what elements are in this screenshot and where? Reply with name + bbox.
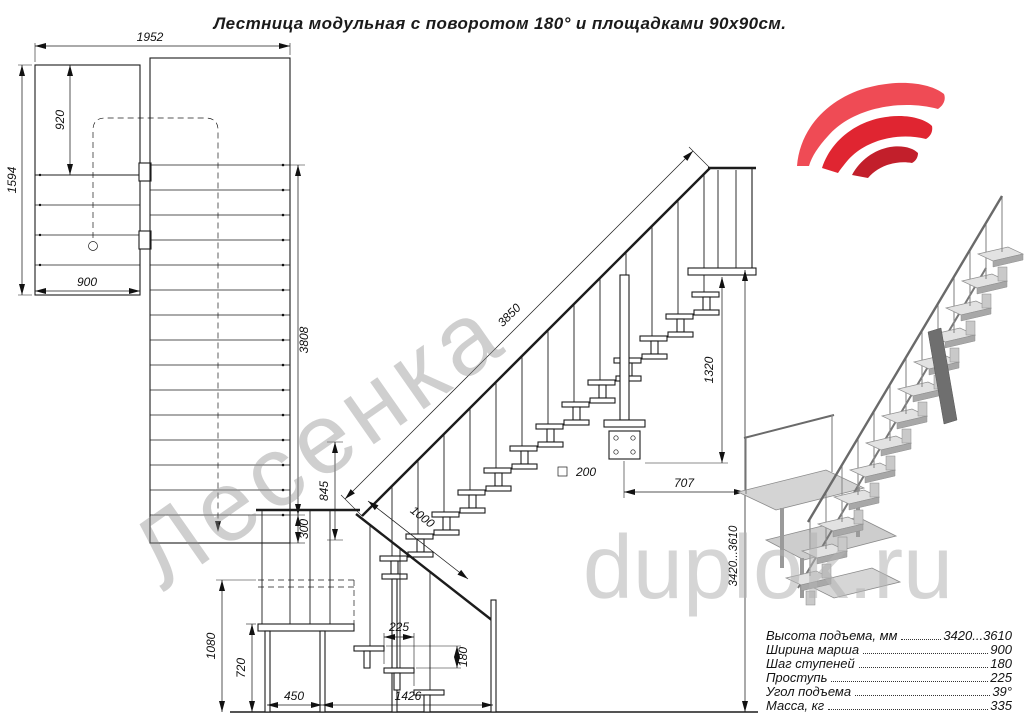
square-symbol <box>557 466 568 477</box>
render-3d <box>736 82 1024 606</box>
spec-row: Масса, кг 335 <box>766 699 1012 713</box>
dim-label: 1080 <box>204 632 218 659</box>
hidden-landing-edge <box>258 579 355 624</box>
base-plate <box>603 419 646 428</box>
spec-table: Высота подъема, мм 3420...3610 Ширина ма… <box>766 629 1012 713</box>
landing-post <box>319 630 326 713</box>
spec-row: Ширина марша 900 <box>766 643 1012 657</box>
leader-dots <box>828 709 989 710</box>
dim-landing-rail: 1080 <box>204 579 256 712</box>
leader-dots <box>901 639 942 640</box>
watermark-site: duplok.ru <box>583 518 953 618</box>
plate-size-label: 200 <box>557 465 596 479</box>
dim-label: 1952 <box>137 30 164 44</box>
stair-3d <box>736 195 1024 606</box>
dim-label: 920 <box>53 110 67 130</box>
drawing-title: Лестница модульная с поворотом 180° и пл… <box>213 14 787 33</box>
dim-label: 1426 <box>395 689 422 703</box>
dim-plan-flight-length: 3808 <box>290 164 311 516</box>
plan-view: 1952 920 1594 900 3808 <box>5 30 311 544</box>
front-support-post <box>391 578 398 713</box>
entry-post <box>490 599 497 713</box>
dim-plan-total-width: 1952 <box>34 30 291 62</box>
leader-dots <box>858 667 989 668</box>
dim-plan-landing-depth: 920 <box>53 65 73 175</box>
spec-value: 900 <box>990 642 1012 657</box>
spec-row: Проступь 225 <box>766 671 1012 685</box>
stringer-3d <box>797 267 987 589</box>
dim-label: 3420...3610 <box>728 525 740 586</box>
landing-lower <box>256 508 360 713</box>
dim-label: 1594 <box>5 166 19 193</box>
walk-start-symbol <box>88 241 98 251</box>
lower-handrail <box>355 513 494 622</box>
spec-row: Угол подъема 39° <box>766 685 1012 699</box>
support-3d <box>927 327 958 425</box>
dim-label: 450 <box>284 689 304 703</box>
plan-main-flight <box>149 57 291 544</box>
spec-value: 39° <box>992 684 1012 699</box>
dim-plate-offset: 707 <box>623 461 745 498</box>
spec-label: Высота подъема, мм <box>766 628 898 643</box>
dim-label: 300 <box>297 519 311 539</box>
spec-label: Проступь <box>766 670 828 685</box>
dim-riser-height: 180 <box>386 645 470 669</box>
leader-dots <box>855 695 991 696</box>
spec-label: Ширина марша <box>766 642 860 657</box>
platform-3d <box>736 469 866 511</box>
brand-logo-swoosh <box>797 82 945 178</box>
dim-label: 1000 <box>408 503 438 531</box>
dim-plan-landing-width: 900 <box>35 275 140 294</box>
dim-label: 720 <box>234 658 248 678</box>
platform-rail-3d <box>743 414 835 439</box>
handrail-3d <box>806 195 1004 523</box>
dim-rail-height: 845 <box>317 441 343 541</box>
dim-post-spacing: 450 <box>267 689 322 708</box>
spec-value: 335 <box>990 698 1012 713</box>
plan-newel-post <box>138 162 152 182</box>
plan-walk-line <box>88 117 221 532</box>
dim-label: 900 <box>77 275 97 289</box>
dim-label: 1320 <box>702 356 716 383</box>
dim-plan-end-offset: 300 <box>290 515 311 544</box>
spec-value: 3420...3610 <box>943 628 1012 643</box>
spec-row: Высота подъема, мм 3420...3610 <box>766 629 1012 643</box>
landing-platform <box>257 623 355 632</box>
watermark-brand: Лесенка <box>111 274 524 610</box>
top-platform <box>687 166 757 276</box>
support-column <box>603 274 646 460</box>
dim-plan-left-height: 1594 <box>5 64 32 296</box>
spec-row: Шаг ступеней 180 <box>766 657 1012 671</box>
plan-newel-post <box>138 230 152 250</box>
dim-label: 707 <box>674 476 695 490</box>
step-3d <box>804 567 902 599</box>
leader-dots <box>831 681 989 682</box>
dim-label: 200 <box>575 465 596 479</box>
dim-landing-height: 720 <box>234 623 256 712</box>
spec-label: Шаг ступеней <box>766 656 855 671</box>
dim-lower-run: 1426 <box>322 689 493 708</box>
dim-label: 845 <box>317 481 331 501</box>
spec-label: Угол подъема <box>766 684 852 699</box>
dim-label: 3808 <box>297 326 311 353</box>
leader-dots <box>863 653 989 654</box>
dim-support-height: 1320 <box>645 277 728 464</box>
base-plate-detail <box>608 430 641 460</box>
plan-landing-block <box>34 64 152 296</box>
spec-value: 180 <box>990 656 1012 671</box>
spec-value: 225 <box>990 670 1012 685</box>
spec-label: Масса, кг <box>766 698 825 713</box>
landing-post <box>264 630 271 713</box>
dim-label: 3850 <box>495 301 524 330</box>
dim-label: 225 <box>388 620 409 634</box>
dim-label: 180 <box>456 647 470 667</box>
dim-tread-depth: 225 <box>383 620 415 686</box>
